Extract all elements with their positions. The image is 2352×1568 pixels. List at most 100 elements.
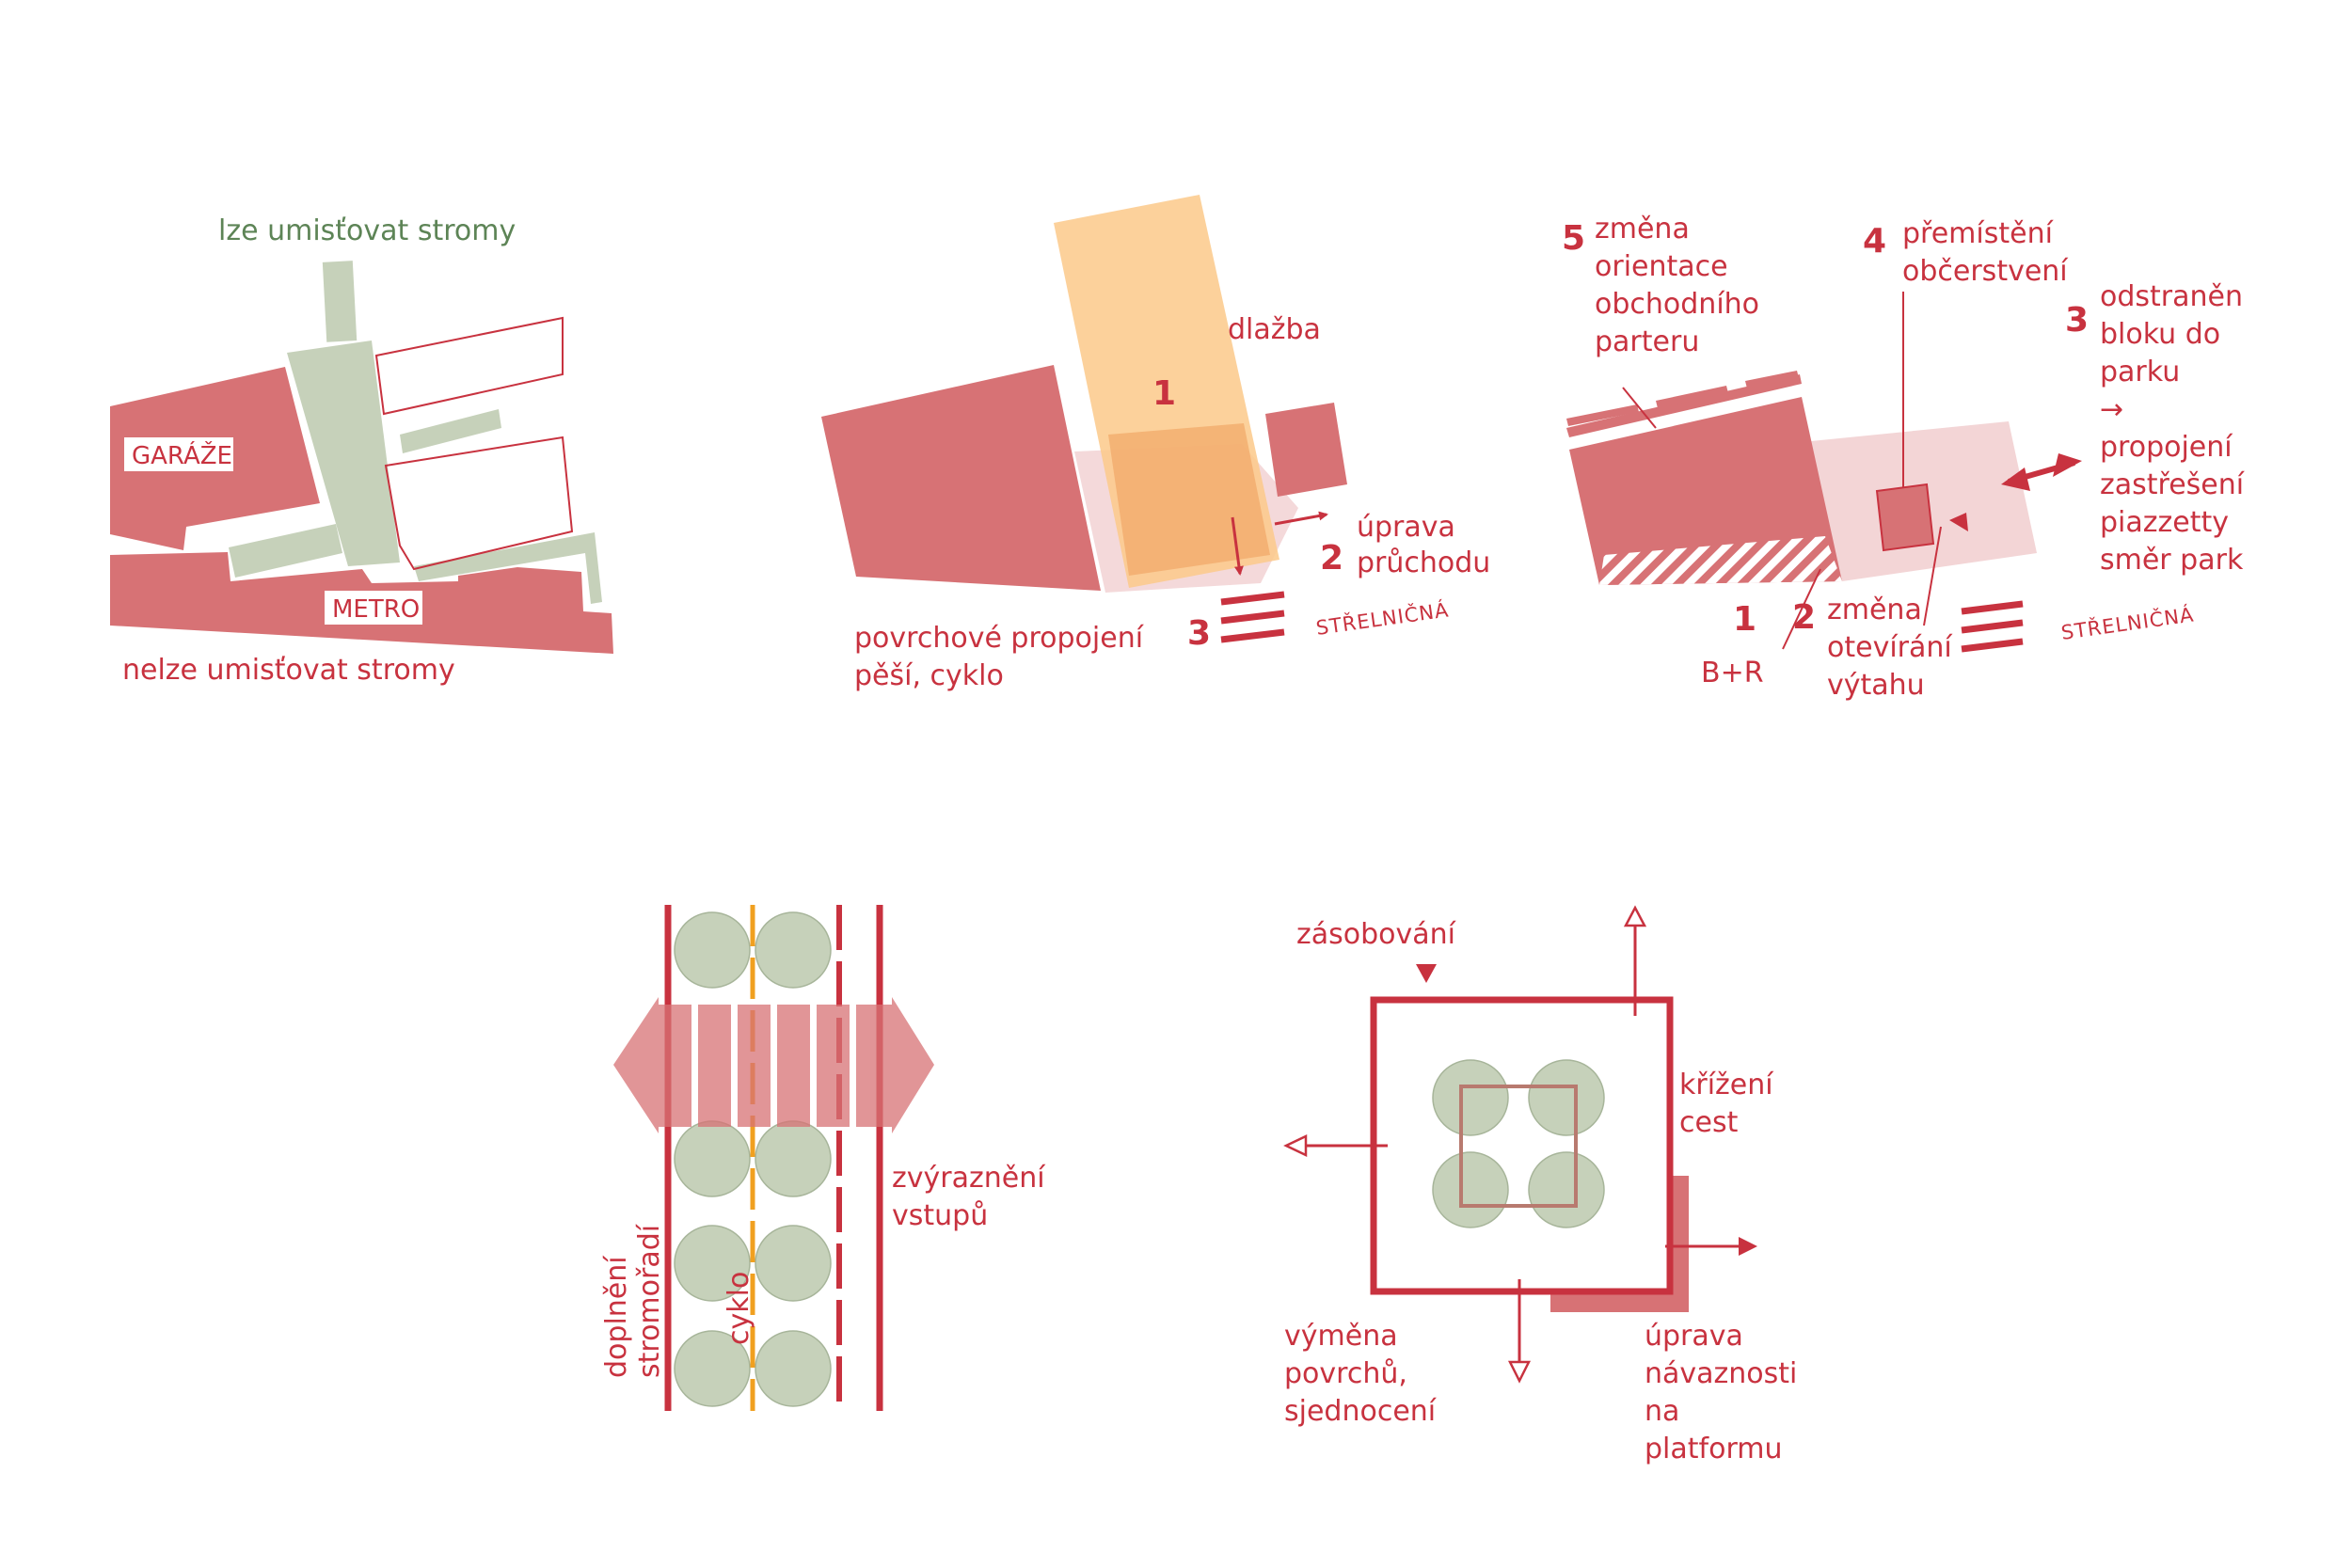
- label-cyklo: cyklo: [723, 1272, 755, 1345]
- tree: [755, 1330, 832, 1407]
- tree: [1432, 1151, 1509, 1228]
- garaze-label: GARÁŽE: [132, 440, 232, 470]
- diagram-square: zásobování křížení cest výměn: [1283, 905, 1797, 1465]
- label-vymena-2: povrchů,: [1284, 1357, 1407, 1390]
- label-uprava-3: na: [1645, 1395, 1679, 1428]
- label-3-line-2: bloku do: [2100, 318, 2220, 351]
- label-3-line-4: →: [2100, 393, 2123, 426]
- diagram-changes: 5 změna orientace obchodního parteru 4 p…: [1562, 213, 2246, 702]
- label-uprava-2: návaznosti: [1645, 1357, 1797, 1390]
- tree: [1528, 1059, 1605, 1136]
- entrance-crossing: [613, 997, 934, 1133]
- arrow-right: [1274, 511, 1328, 526]
- tree: [1528, 1151, 1605, 1228]
- stairs-icon: [1220, 591, 1285, 643]
- number-4: 4: [1863, 222, 1886, 261]
- label-5-line-4: parteru: [1595, 325, 1699, 358]
- label-povrchove-1: povrchové propojení: [854, 622, 1145, 655]
- diagram-tree-row: doplnění stromořadí cyklo zvýraznění vst…: [600, 905, 1046, 1411]
- number-1: 1: [1733, 600, 1756, 639]
- kiosk-block: [1875, 483, 1935, 552]
- label-strelnicna: STŘELNIČNÁ: [2059, 602, 2195, 644]
- tree: [755, 911, 832, 989]
- inner-square: [1459, 1085, 1578, 1208]
- number-2: 2: [1320, 539, 1343, 578]
- number-5: 5: [1562, 219, 1585, 258]
- green-strip-lower: [229, 524, 342, 578]
- label-trees-allowed: lze umisťovat stromy: [218, 214, 516, 247]
- arrow-down: [1231, 516, 1244, 576]
- green-corridor-main: [287, 341, 400, 566]
- leader-1: [1782, 568, 1821, 650]
- metro-label: METRO: [332, 595, 420, 624]
- label-5-line-2: orientace: [1595, 250, 1728, 283]
- label-3-line-5: propojení: [2100, 431, 2233, 464]
- orange-overlap: [1108, 423, 1270, 576]
- main-block: [821, 365, 1101, 591]
- green-strip-bottom-right: [414, 532, 602, 604]
- label-br: B+R: [1701, 657, 1764, 689]
- label-uprava: úprava: [1357, 511, 1455, 544]
- label-3-line-7: piazzetty: [2100, 506, 2229, 539]
- green-strip-right: [400, 409, 501, 453]
- arrow-right: [1665, 1237, 1757, 1256]
- leader-5: [1622, 387, 1657, 429]
- label-uprava-1: úprava: [1645, 1320, 1743, 1353]
- label-3-line-6: zastřešení: [2100, 468, 2246, 501]
- label-trees-not-allowed: nelze umisťovat stromy: [122, 654, 455, 687]
- platform-shadow: [1550, 1176, 1689, 1312]
- label-3-line-1: odstraněn: [2100, 280, 2243, 313]
- label-3-line-3: parku: [2100, 356, 2180, 388]
- main-block: [1569, 397, 1842, 585]
- tree-circles: [1432, 1059, 1605, 1228]
- label-zasobovani: zásobování: [1296, 918, 1457, 951]
- label-povrchove-2: pěší, cyklo: [854, 659, 1004, 692]
- label-doplneni-1: doplnění: [600, 1255, 633, 1378]
- arrow-down: [1507, 1279, 1532, 1384]
- label-2-line-1: změna: [1827, 594, 1922, 626]
- label-2-line-3: výtahu: [1827, 669, 1925, 702]
- label-vymena-1: výměna: [1284, 1320, 1398, 1353]
- small-block: [1265, 403, 1347, 497]
- tree: [674, 1225, 751, 1302]
- diagram-trees-placement: lze umisťovat stromy GARÁŽE METRO nelze …: [110, 214, 613, 687]
- square-outline: [1370, 996, 1674, 1295]
- label-5-line-1: změna: [1595, 213, 1690, 245]
- double-arrow-head-left: [2001, 467, 2030, 491]
- label-krizeni-1: křížení: [1679, 1069, 1774, 1101]
- label-strelnicna: STŘELNIČNÁ: [1314, 597, 1450, 640]
- label-3-line-8: směr park: [2100, 544, 2244, 577]
- number-3: 3: [1187, 614, 1211, 653]
- tree: [674, 1120, 751, 1197]
- label-zvyrazneni-1: zvýraznění: [892, 1162, 1046, 1195]
- tree: [755, 1225, 832, 1302]
- garaze-label-box: [124, 437, 233, 471]
- stairs-icon: [1961, 600, 2024, 653]
- tree: [674, 911, 751, 989]
- building-outline-upper: [374, 316, 564, 416]
- label-4-line-2: občerstvení: [1902, 255, 2069, 288]
- building-outline-middle: [384, 436, 574, 571]
- tree: [755, 1120, 832, 1197]
- tree-circles: [674, 911, 832, 1407]
- double-arrow-head-right: [2053, 453, 2082, 477]
- label-pruchodu: průchodu: [1357, 546, 1490, 579]
- leader-2: [1923, 526, 1942, 626]
- number-2: 2: [1792, 598, 1816, 637]
- green-corridor-vertical-top: [322, 261, 358, 342]
- tree: [674, 1330, 751, 1407]
- label-2-line-2: otevírání: [1827, 631, 1953, 664]
- kiosk-arrow: [1949, 513, 1968, 531]
- arrow-left: [1283, 1134, 1388, 1157]
- diagram-paving: 1 dlažba 2 úprava průchodu 3 STŘELNIČNÁ …: [821, 195, 1490, 692]
- metro-label-box: [325, 591, 422, 625]
- label-doplneni-2: stromořadí: [633, 1223, 666, 1378]
- label-5-line-3: obchodního: [1595, 288, 1759, 321]
- label-uprava-4: platformu: [1645, 1433, 1782, 1465]
- zasobovani-arrow: [1416, 964, 1437, 983]
- label-zvyrazneni-2: vstupů: [892, 1199, 988, 1232]
- arrow-up: [1623, 905, 1647, 1016]
- tree: [1432, 1059, 1509, 1136]
- hatched-area: [1599, 536, 1842, 585]
